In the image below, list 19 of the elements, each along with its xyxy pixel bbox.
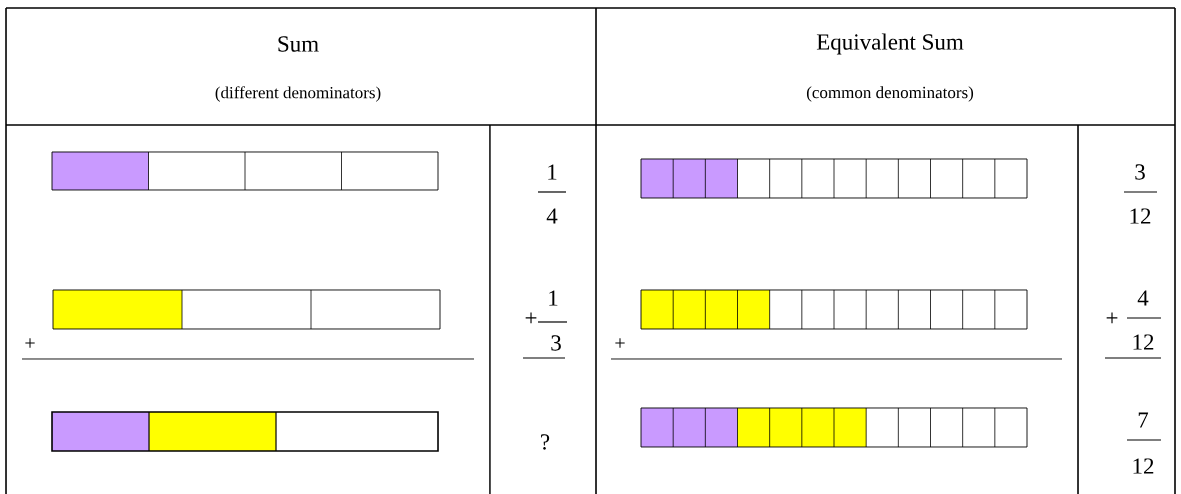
denominator: 12 — [1133, 334, 1154, 350]
column-subheading: (different denominators) — [215, 86, 381, 102]
numerator: 1 — [549, 290, 558, 306]
plus-sign: + — [615, 338, 625, 348]
plus-sign: + — [1106, 312, 1118, 324]
column-heading: Sum — [278, 36, 319, 52]
column-heading: Equivalent Sum — [816, 33, 964, 55]
denominator: 4 — [546, 208, 558, 224]
numerator: 4 — [1137, 290, 1149, 306]
numerator: 7 — [1138, 412, 1149, 428]
numerator: 1 — [548, 164, 557, 180]
denominator: 12 — [1130, 208, 1151, 224]
question-mark: ? — [541, 434, 550, 450]
plus-sign: + — [25, 338, 35, 348]
denominator: 3 — [551, 335, 561, 351]
numerator: 3 — [1135, 164, 1145, 180]
plus-sign: + — [525, 312, 537, 324]
column-subheading: (common denominators) — [806, 86, 974, 102]
denominator: 12 — [1133, 458, 1154, 474]
